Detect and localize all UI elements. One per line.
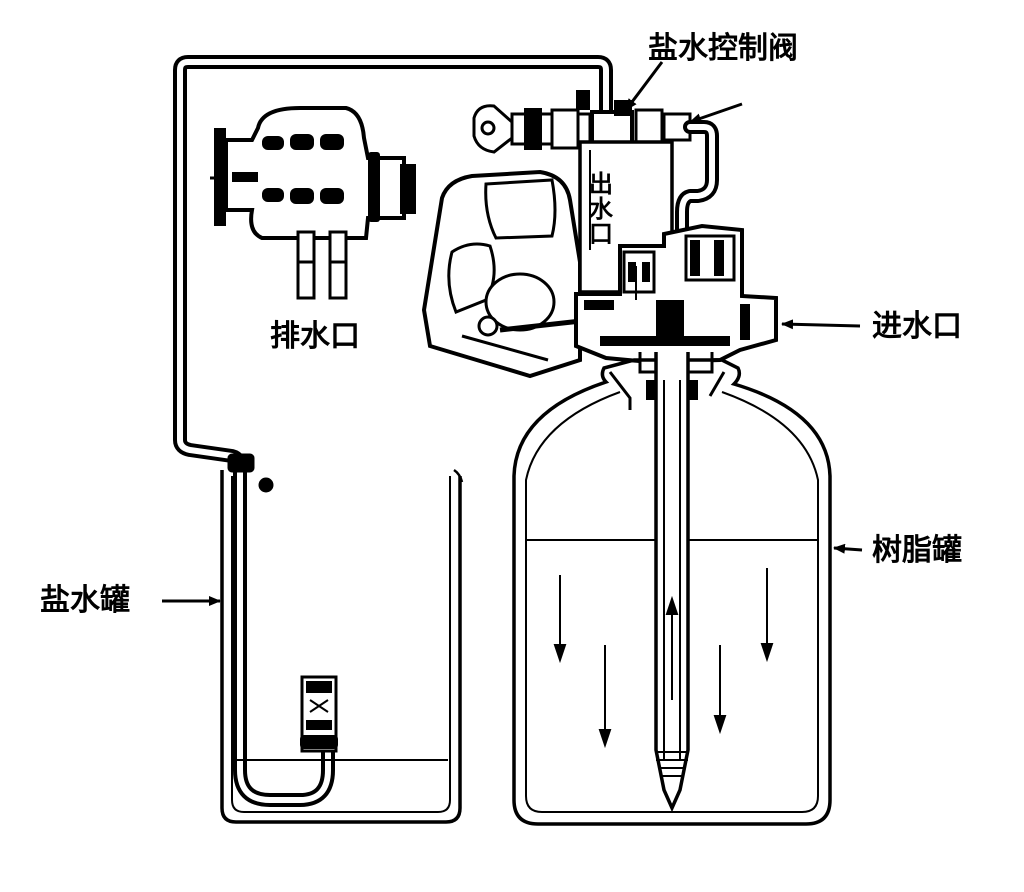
brine-return-tube — [675, 120, 719, 247]
drain-fitting — [210, 106, 416, 300]
label-brine-control-valve: 盐水控制阀 — [648, 31, 798, 66]
label-resin-tank: 树脂罐 — [872, 533, 962, 568]
brine-valve-float — [300, 675, 338, 753]
brine-tank — [220, 453, 464, 824]
resin-flow-arrows — [553, 266, 774, 749]
label-outlet: 出水口 — [589, 170, 613, 249]
timer-housing — [421, 169, 591, 379]
distributor-tube — [646, 352, 698, 813]
control-head — [574, 223, 778, 374]
label-inlet: 进水口 — [872, 309, 962, 344]
label-drain: 排水口 — [270, 319, 360, 354]
leader-arrows — [162, 61, 863, 606]
brine-line — [173, 55, 613, 807]
label-brine-tank: 盐水罐 — [40, 583, 130, 618]
